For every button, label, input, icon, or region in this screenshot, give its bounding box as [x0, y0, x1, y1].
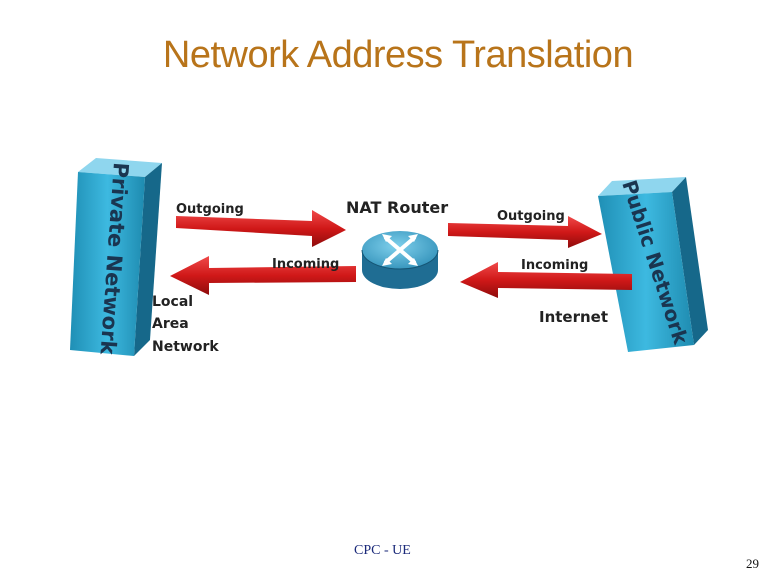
lan-line: Local — [152, 294, 193, 310]
public-network-panel: Public Network — [598, 177, 708, 352]
right-incoming-label: Incoming — [521, 258, 588, 273]
slide-footer: CPC - UE — [354, 543, 411, 558]
slide-title: Network Address Translation — [162, 34, 634, 76]
lan-label: Local Area Network — [152, 294, 219, 355]
left-incoming-arrow — [170, 256, 356, 295]
right-outgoing-label: Outgoing — [497, 209, 565, 224]
private-network-panel: Private Network — [70, 158, 162, 356]
lan-line: Area — [152, 316, 189, 332]
right-outgoing-arrow — [448, 216, 602, 248]
left-outgoing-label: Outgoing — [176, 202, 244, 217]
nat-router-icon — [361, 231, 439, 289]
internet-label: Internet — [539, 308, 608, 326]
right-incoming-arrow — [460, 262, 632, 298]
nat-router-label: NAT Router — [346, 198, 448, 217]
lan-line: Network — [152, 339, 219, 355]
left-outgoing-arrow — [176, 210, 346, 247]
left-incoming-label: Incoming — [272, 257, 339, 272]
page-number: 29 — [746, 556, 759, 571]
